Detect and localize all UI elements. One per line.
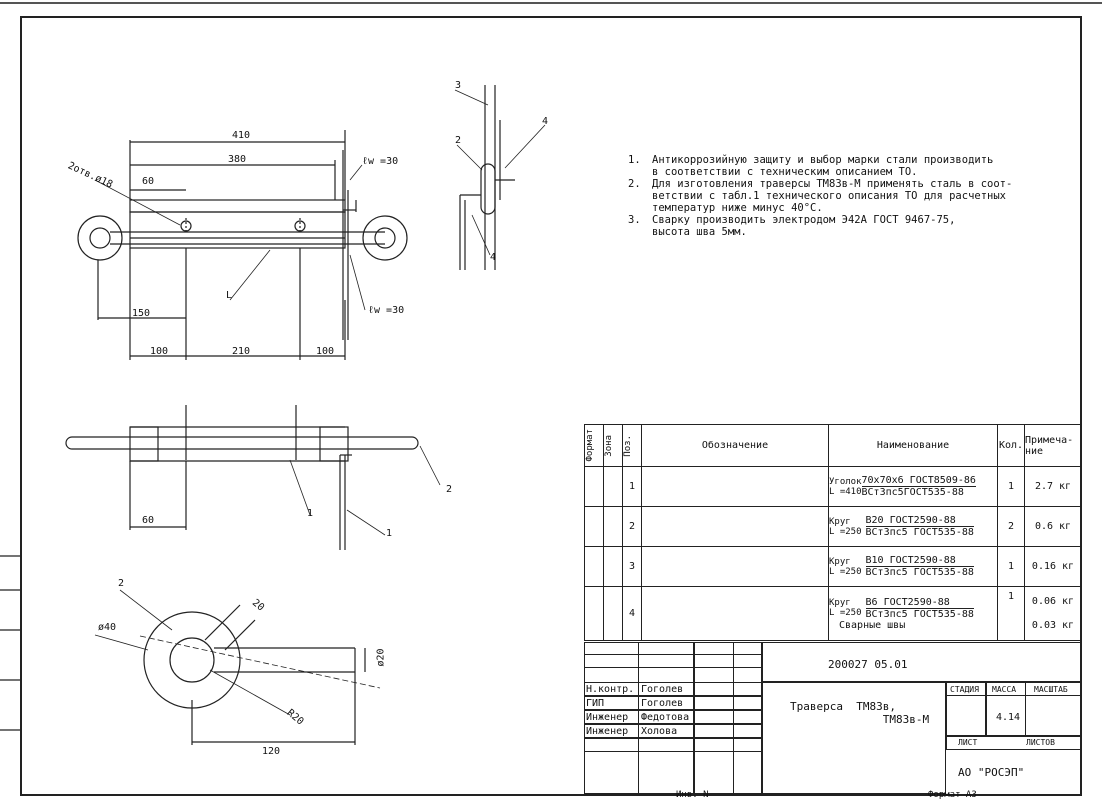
note-1: 1.Антикоррозийную защиту и выбор марки с… [628,154,994,178]
col-designation: Обозначение [641,424,829,467]
weld-length-top: ℓw =30 [362,156,399,167]
scale-header: МАСШТАБ [1034,685,1068,694]
row1-pos: 1 [622,466,642,507]
sheets-header: ЛИСТОВ [1026,738,1055,747]
pos-2-label: 2 [455,135,462,146]
dim-100-right: 100 [316,346,335,357]
name-2: Гоголев [641,698,684,709]
dim-380: 380 [228,154,247,165]
dim-210: 210 [232,346,251,357]
col-qty: Кол. [997,424,1025,467]
side-view [454,85,546,270]
dim-410: 410 [232,130,251,141]
sheet-header: ЛИСТ [958,738,978,747]
specification-table: Формат Зона Поз. Обозначение Наименовани… [584,424,1082,641]
col-pos: Поз. [622,424,642,467]
drawing-frame [20,16,1082,796]
title-block: 200027 05.01 Н.контр. Гоголев ГИП Гоголе… [584,642,1082,794]
dim-60-front: 60 [142,515,155,526]
doc-number: 200027 05.01 [828,658,908,671]
inventory-number: Инв. N [676,790,709,800]
top-view [77,130,408,360]
pos-4-label-c: 1 [386,528,393,539]
left-eye [77,215,123,261]
col-note: Примеча- ние [1024,424,1082,467]
dim-150: 150 [132,308,151,319]
role-1: Н.контр. [586,684,635,695]
weld-length-bottom: ℓw =30 [368,305,405,316]
eye-outer [143,611,241,709]
stage-header: СТАДИЯ [950,685,979,694]
welds-mass: 0.03 кг [1031,619,1075,631]
pos-3-label: 3 [455,80,462,91]
length-L: L [226,290,233,301]
mass-header: МАССА [992,685,1017,694]
pos-2-label-b: 2 [446,484,453,495]
welds-label: Сварные швы [839,619,906,631]
dim-120: 120 [262,746,281,757]
sheet-top-edge [0,2,1102,4]
sheet-format: Формат А3 [928,790,977,800]
name-4: Холова [641,726,678,737]
angle-top-flange [129,199,346,213]
drawing-title: Траверса ТМ83в, ТМ83в-М [790,700,930,726]
col-format: Формат [584,424,604,467]
pos-4-label: 4 [542,116,549,127]
role-3: Инженер [586,712,629,723]
eye-inner [169,637,215,683]
pos-2-label-c: 2 [118,578,125,589]
role-2: ГИП [586,698,605,709]
pos-4-label-b: 4 [490,252,497,263]
dim-100-left: 100 [150,346,169,357]
role-4: Инженер [586,726,629,737]
technical-notes: 1.Антикоррозийную защиту и выбор марки с… [628,154,1048,238]
doc-number-cell [762,642,1082,682]
name-3: Федотова [641,712,690,723]
eye-detail [94,589,381,745]
angle-body [129,211,346,249]
round-section [480,163,496,215]
spec-header-row: Формат Зона Поз. Обозначение Наименовани… [584,424,1082,467]
dim-d40: ø40 [98,622,117,633]
col-name: Наименование [828,424,998,467]
note-3: 3.Сварку производить электродом Э42А ГОС… [628,214,956,238]
organization: АО "РОСЭП" [958,766,1025,779]
dim-d20: ø20 [375,648,387,667]
front-view [65,405,441,550]
col-zone: Зона [603,424,623,467]
mass-value: 4.14 [996,712,1021,723]
right-eye [362,215,408,261]
dim-60: 60 [142,176,155,187]
pos-1-label: 1 [307,508,314,519]
rod-pos2 [65,436,419,450]
name-1: Гоголев [641,684,684,695]
note-2: 2.Для изготовления траверсы ТМ83в-М прим… [628,178,1013,214]
